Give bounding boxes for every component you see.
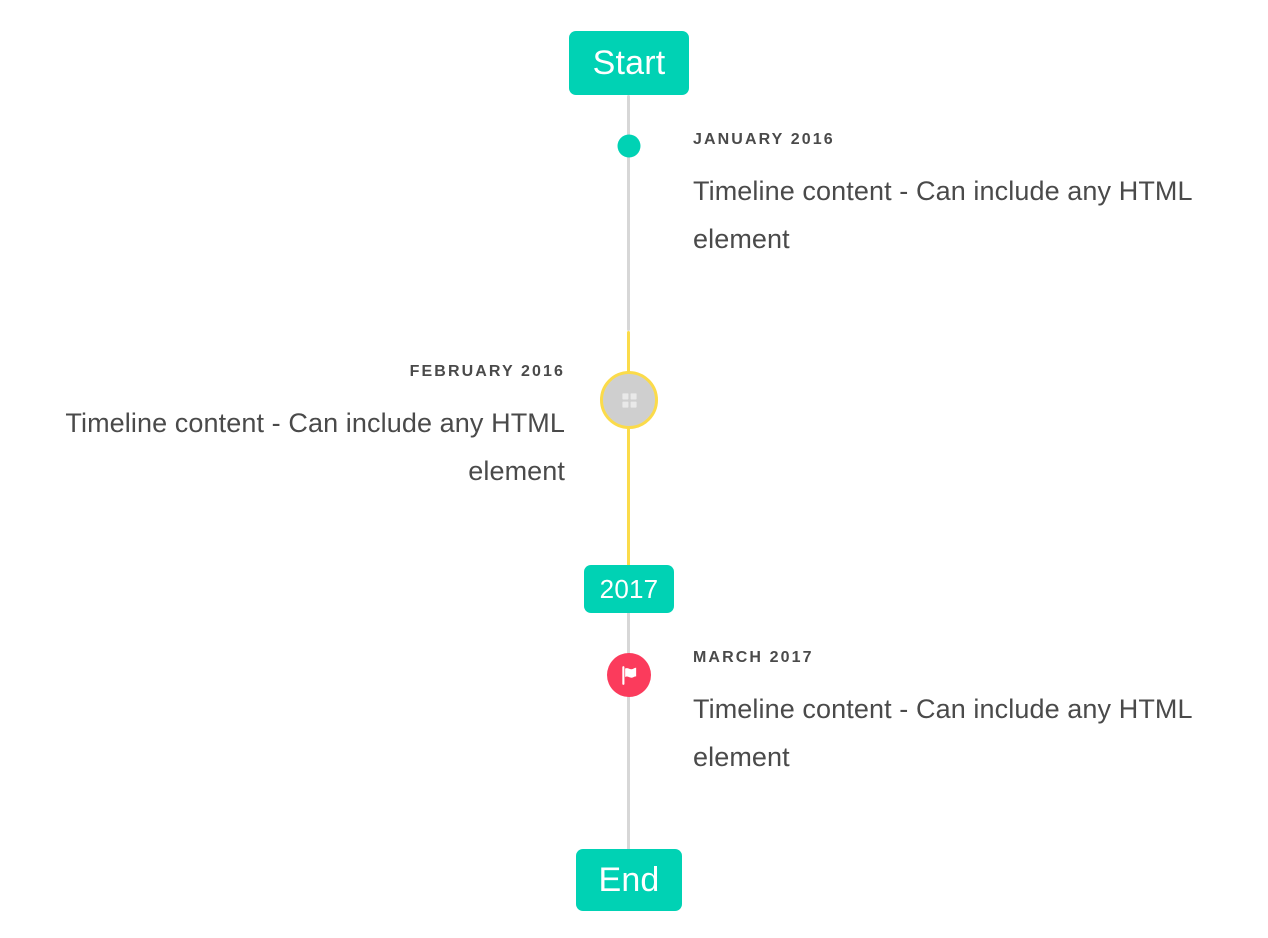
grid-icon: [621, 392, 637, 408]
timeline-entry-body: Timeline content - Can include any HTML …: [693, 175, 1192, 254]
timeline-entry-body: Timeline content - Can include any HTML …: [65, 407, 565, 486]
timeline-marker-january[interactable]: [617, 134, 641, 158]
timeline-entry-january: JANUARY 2016 Timeline content - Can incl…: [693, 130, 1217, 263]
timeline-end-badge[interactable]: End: [576, 849, 682, 911]
flag-icon: [621, 665, 636, 685]
timeline-entry-body: Timeline content - Can include any HTML …: [693, 693, 1192, 772]
timeline-axis-segment-bottom: [627, 612, 630, 852]
timeline-axis-segment-top: [627, 95, 630, 331]
timeline-entry-february: FEBRUARY 2016 Timeline content - Can inc…: [41, 362, 565, 495]
timeline-axis-segment-highlight: [627, 331, 630, 567]
timeline-entry-date: MARCH 2017: [693, 649, 814, 666]
timeline-entry-date: JANUARY 2016: [693, 131, 835, 148]
timeline-marker-february[interactable]: [600, 371, 658, 429]
timeline-entry-march: MARCH 2017 Timeline content - Can includ…: [693, 648, 1217, 781]
timeline-marker-march[interactable]: [607, 653, 651, 697]
timeline-year-badge[interactable]: 2017: [584, 565, 674, 613]
timeline-start-badge[interactable]: Start: [569, 31, 689, 95]
timeline-entry-date: FEBRUARY 2016: [409, 363, 565, 380]
